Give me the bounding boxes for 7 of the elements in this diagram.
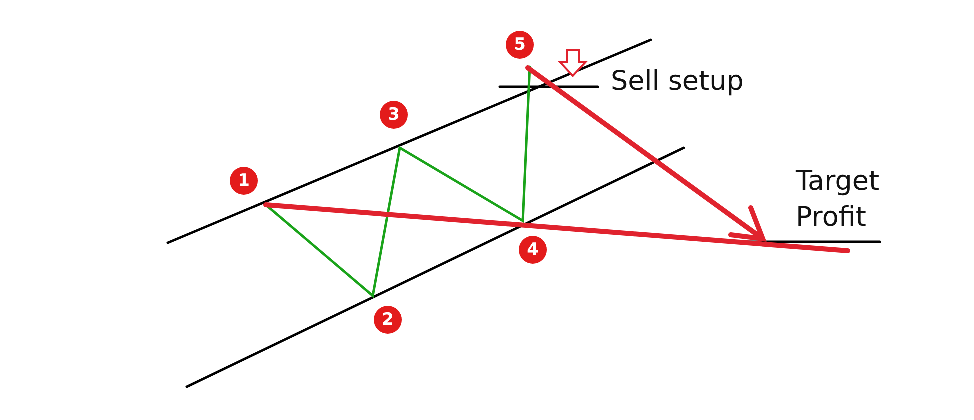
callout-number: 2 bbox=[374, 306, 402, 334]
callout-number: 5 bbox=[506, 31, 534, 59]
callout-number: 4 bbox=[519, 236, 547, 264]
callout-number: 3 bbox=[380, 101, 408, 129]
annotation-text: Target Profit bbox=[796, 165, 881, 235]
callout-number: 1 bbox=[230, 167, 258, 195]
annotation-text: Sell setup bbox=[611, 65, 744, 99]
